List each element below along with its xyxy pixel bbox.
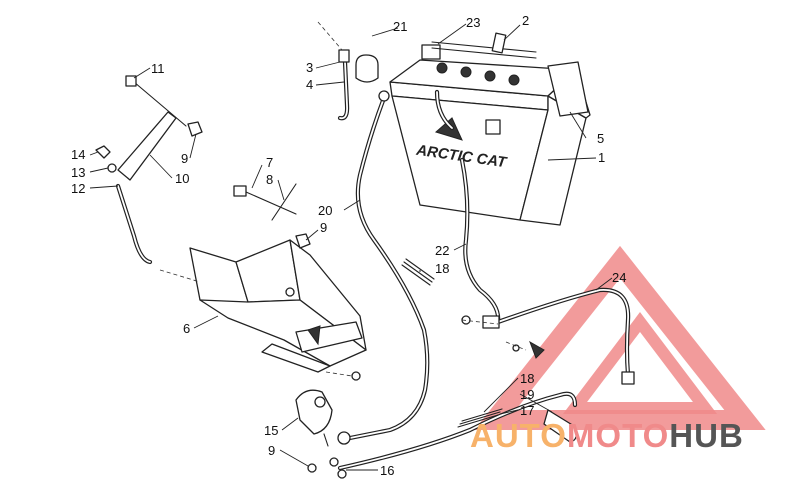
- callout-14: 14: [71, 147, 85, 162]
- callout-1: 1: [598, 150, 605, 165]
- callout-7: 7: [266, 155, 273, 170]
- callout-24: 24: [612, 270, 626, 285]
- callout-8: 8: [266, 172, 273, 187]
- nut-16-b: [337, 469, 347, 479]
- callout-18-upper: 18: [435, 261, 449, 276]
- bolt-bracket: [351, 371, 361, 381]
- watermark-part2: MOTO: [567, 417, 669, 454]
- spring-18-upper: [401, 258, 435, 286]
- callout-4: 4: [306, 77, 313, 92]
- callout-23: 23: [466, 15, 480, 30]
- watermark-part3: HUB: [669, 417, 744, 454]
- nut-16-a: [329, 457, 339, 467]
- callout-9-lower: 9: [268, 443, 275, 458]
- starter-cable-17: [337, 391, 578, 471]
- positive-cable: [337, 90, 430, 445]
- terminal-screw: [491, 32, 507, 54]
- watermark-part1: AUTO: [470, 417, 567, 454]
- bolt-7: [233, 185, 297, 215]
- watermark-logo-icon: [474, 245, 766, 430]
- callout-11: 11: [151, 61, 165, 76]
- harness-24: [482, 287, 635, 385]
- washer-13: [107, 163, 117, 173]
- alignment-line: [317, 21, 343, 51]
- callout-13: 13: [71, 165, 85, 180]
- arrow-indicator-icon: [529, 340, 545, 359]
- callout-6: 6: [183, 321, 190, 336]
- alignment-line: [505, 341, 527, 351]
- vent-tube: [337, 49, 379, 121]
- j-bolt-12: [115, 183, 153, 265]
- spring-18-lower: [457, 408, 503, 428]
- callout-3: 3: [306, 60, 313, 75]
- callout-9-strap: 9: [181, 151, 188, 166]
- callout-21: 21: [393, 19, 407, 34]
- callout-9-upper: 9: [320, 220, 327, 235]
- ground-cable: [434, 89, 501, 325]
- wing-nut-14: [95, 145, 111, 159]
- callout-5: 5: [597, 131, 604, 146]
- washer-ground: [512, 344, 520, 352]
- nut-9-upper: [295, 233, 311, 249]
- battery-bracket: [189, 239, 367, 373]
- terminal-boot: [543, 409, 577, 443]
- hold-down-strap: [117, 75, 203, 181]
- watermark-text: AUTOMOTOHUB: [470, 417, 744, 454]
- callout-16: 16: [380, 463, 394, 478]
- callout-19: 19: [520, 387, 534, 402]
- alignment-line: [325, 371, 353, 377]
- callout-20: 20: [318, 203, 332, 218]
- nut-9-lower: [307, 463, 317, 473]
- callout-17: 17: [520, 403, 534, 418]
- callout-2: 2: [522, 13, 529, 28]
- starter-solenoid: [295, 389, 333, 447]
- callout-22: 22: [435, 243, 449, 258]
- rod-8: [271, 183, 297, 221]
- alignment-line: [461, 319, 499, 325]
- callout-15: 15: [264, 423, 278, 438]
- callout-10: 10: [175, 171, 189, 186]
- leader-lines: [89, 23, 613, 471]
- callout-12: 12: [71, 181, 85, 196]
- callout-18-lower: 18: [520, 371, 534, 386]
- battery-pad: [547, 61, 589, 117]
